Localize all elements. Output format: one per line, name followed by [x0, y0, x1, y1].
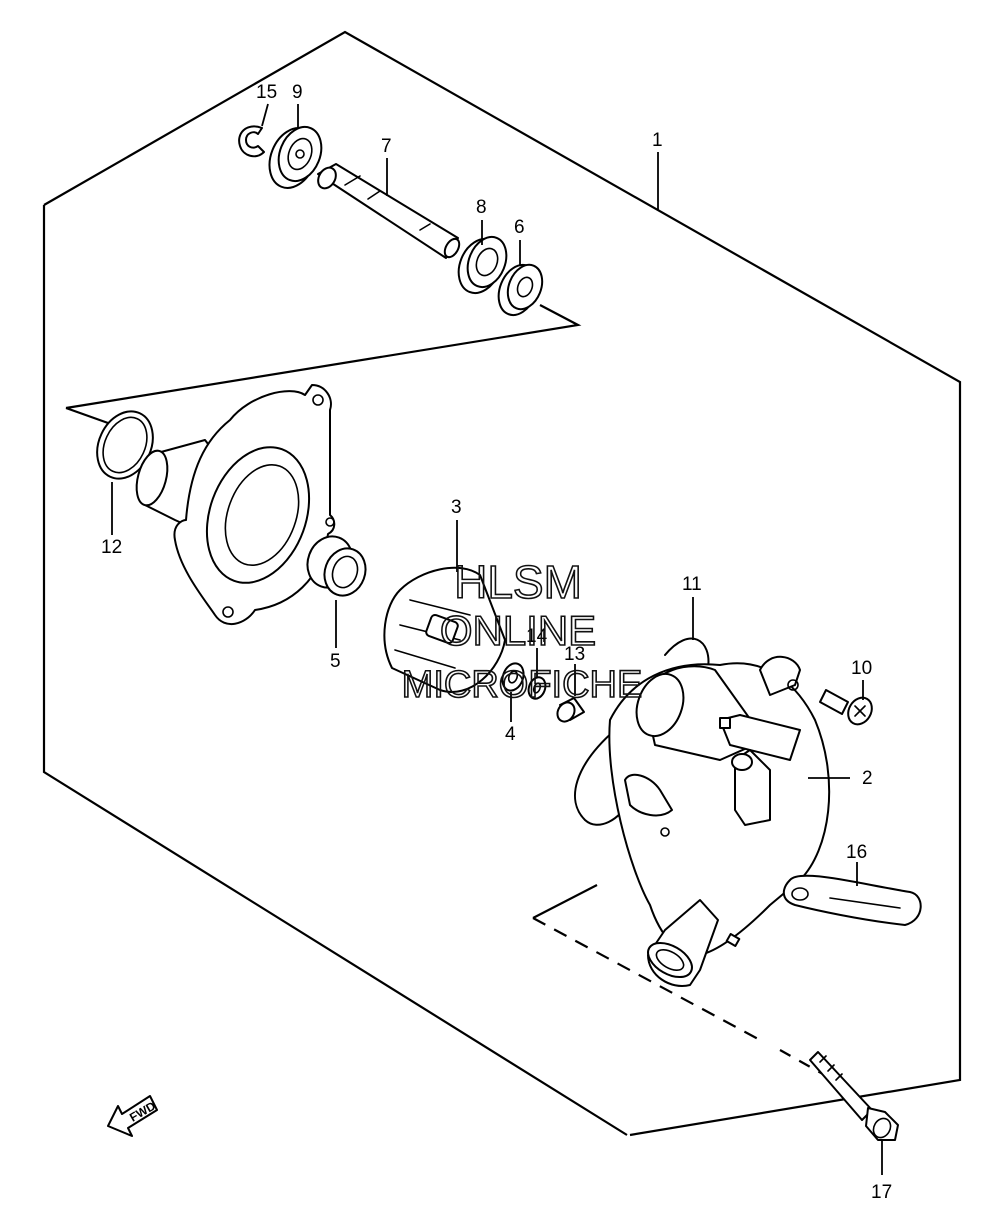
- fwd-direction-arrow: FWD: [107, 1095, 158, 1137]
- callout-17: 17: [871, 1182, 892, 1203]
- bolt-part-10: [819, 689, 873, 726]
- clamp-part-16: [782, 874, 922, 926]
- callout-15: 15: [256, 82, 277, 103]
- callout-7: 7: [381, 136, 392, 157]
- callout-5: 5: [330, 651, 341, 672]
- callout-6: 6: [514, 217, 525, 238]
- e-clip-part: [238, 125, 265, 158]
- callout-16: 16: [846, 842, 867, 863]
- callout-leader-lines: [111, 103, 883, 1175]
- callout-numbers: 1 2 3 4 5 6 7 8 9 10 11 12 13 14 15 16 1…: [101, 82, 892, 1203]
- pump-cover-housing: [135, 384, 336, 625]
- bolt-part-17: [809, 1051, 899, 1141]
- callout-12: 12: [101, 537, 122, 558]
- washer-part-4: [501, 662, 525, 692]
- watermark-line-2: ONLINE: [440, 607, 596, 654]
- shaft-part-7: [317, 163, 461, 259]
- watermark-line-3: MICROFICHE: [402, 664, 643, 706]
- callout-3: 3: [451, 497, 462, 518]
- callout-13: 13: [564, 644, 585, 665]
- callout-8: 8: [476, 197, 487, 218]
- callout-9: 9: [292, 82, 303, 103]
- washer-part-14: [527, 676, 547, 700]
- impeller-bolt-part-13: [556, 697, 585, 723]
- mechanical-seal-part-5: [306, 535, 367, 597]
- seal-part-6: [497, 263, 544, 317]
- callout-14: 14: [526, 626, 548, 647]
- watermark-line-1: HLSM: [454, 556, 582, 608]
- pump-body-part-2: [608, 655, 831, 987]
- watermark: HLSM ONLINE MICROFICHE: [401, 555, 643, 707]
- bearing-part-8: [457, 235, 508, 295]
- callout-1: 1: [652, 130, 663, 151]
- bearing-part-9: [268, 125, 323, 189]
- callout-4: 4: [505, 724, 516, 745]
- callout-11: 11: [682, 574, 702, 595]
- callout-2: 2: [862, 768, 873, 789]
- callout-10: 10: [851, 658, 872, 679]
- impeller-part-3: [383, 566, 506, 693]
